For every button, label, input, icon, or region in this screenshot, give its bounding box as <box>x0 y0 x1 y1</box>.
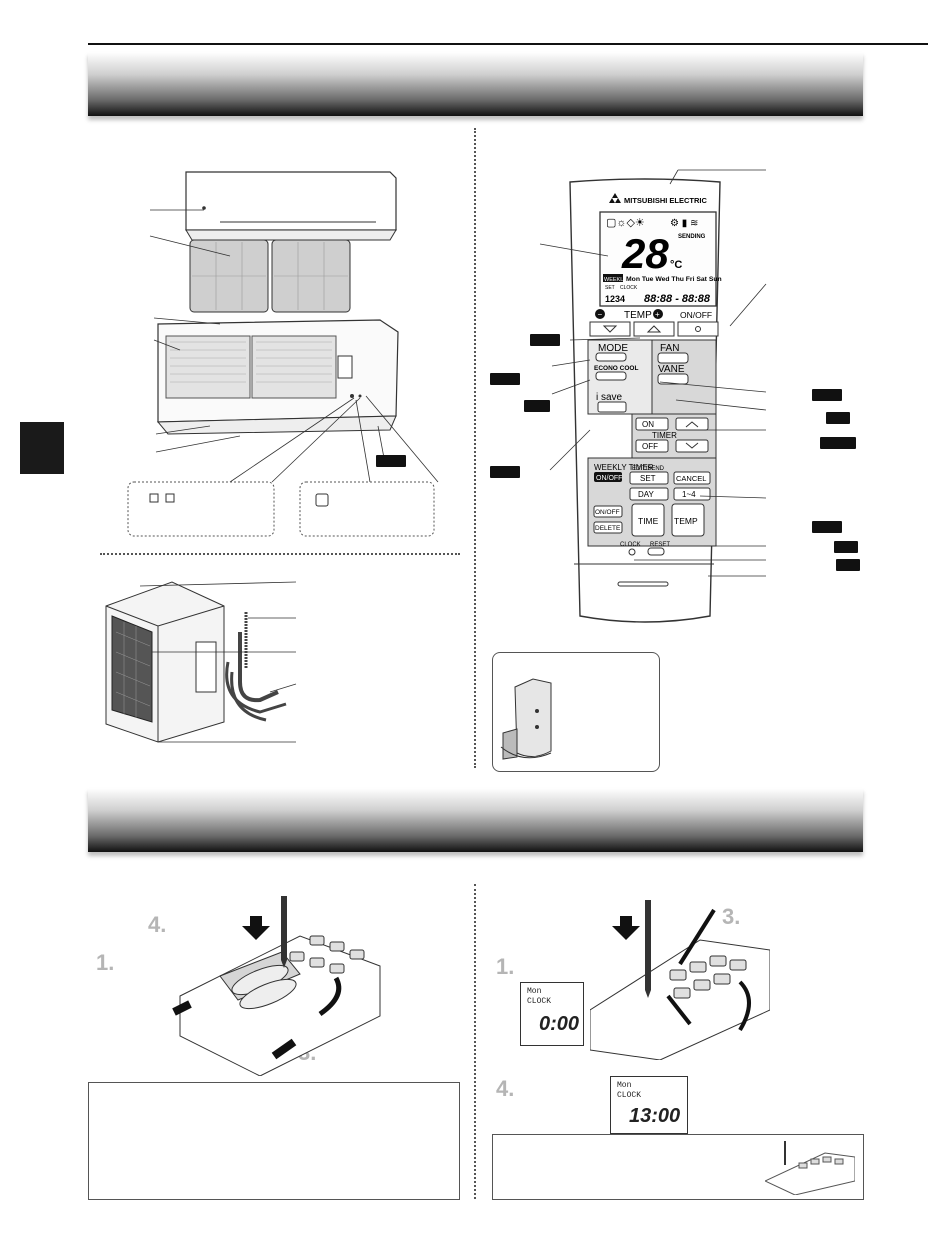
svg-text:CLOCK: CLOCK <box>620 542 641 548</box>
svg-text:−: − <box>598 310 603 319</box>
svg-text:EDIT/SEND: EDIT/SEND <box>632 466 665 472</box>
svg-text:TIME: TIME <box>638 516 659 526</box>
front-panel <box>185 171 397 241</box>
svg-text:DAY: DAY <box>638 490 655 499</box>
battery-step-1: 1. <box>96 950 115 975</box>
battery-illustration <box>172 896 381 1076</box>
svg-text:i save: i save <box>596 392 623 403</box>
svg-text:88:88 - 88:88: 88:88 - 88:88 <box>644 293 711 305</box>
svg-text:SET: SET <box>640 474 656 483</box>
label-tag <box>820 437 856 449</box>
clock-display-before: Mon CLOCK 0:00 <box>520 982 584 1046</box>
holder-box <box>492 652 660 772</box>
battery-note-box <box>88 1082 460 1200</box>
indoor-body <box>156 319 399 435</box>
battery-step-4: 4. <box>148 912 167 937</box>
svg-text:°C: °C <box>670 259 682 271</box>
label-tag <box>836 559 860 571</box>
label-tag <box>834 541 858 553</box>
svg-text:CANCEL: CANCEL <box>676 474 706 483</box>
svg-text:+: + <box>655 310 660 319</box>
clock-step-1: 1. <box>496 954 515 979</box>
chapter-tab <box>20 422 64 474</box>
svg-text:ON/OFF: ON/OFF <box>596 475 622 482</box>
svg-text:ON/OFF: ON/OFF <box>680 310 712 320</box>
svg-text:ON/OFF: ON/OFF <box>595 509 620 516</box>
svg-text:MODE: MODE <box>598 343 628 354</box>
svg-text:FAN: FAN <box>660 343 679 354</box>
remote-leader-lines <box>539 169 767 577</box>
section-banner-parts <box>88 52 863 116</box>
svg-text:CLOCK: CLOCK <box>620 285 638 291</box>
top-rule <box>88 43 928 45</box>
outdoor-unit-illustration <box>105 581 297 743</box>
svg-text:VANE: VANE <box>658 364 685 375</box>
svg-text:WEEKLY TIMER: WEEKLY TIMER <box>594 463 654 472</box>
svg-text:TIMER: TIMER <box>652 431 677 440</box>
svg-text:TEMP: TEMP <box>624 310 652 321</box>
svg-text:WEEKLY: WEEKLY <box>604 277 627 283</box>
svg-text:DELETE: DELETE <box>595 525 621 532</box>
remote-controller: MITSUBISHI ELECTRIC ▢☼◇☀ ⚙ ▮ ≋ SENDING 2… <box>569 178 722 623</box>
svg-text:ECONO COOL: ECONO COOL <box>594 365 638 372</box>
section-divider <box>100 553 460 555</box>
label-tag <box>376 455 406 467</box>
svg-text:Mon Tue Wed Thu Fri Sat Sun: Mon Tue Wed Thu Fri Sat Sun <box>626 276 722 283</box>
column-divider-bottom <box>474 884 476 1199</box>
label-tag <box>812 521 842 533</box>
clock-display-after: Mon CLOCK 13:00 <box>610 1076 688 1134</box>
clock-note-box <box>492 1134 864 1200</box>
svg-text:SET: SET <box>605 285 615 291</box>
label-tag <box>490 373 520 385</box>
label-tag <box>826 412 850 424</box>
svg-text:OFF: OFF <box>642 442 658 451</box>
svg-text:ON: ON <box>642 420 654 429</box>
remote-brand: MITSUBISHI ELECTRIC <box>624 196 708 205</box>
clock-step-4: 4. <box>496 1076 515 1101</box>
indoor-unit-illustration <box>127 171 439 537</box>
svg-text:▢☼◇☀: ▢☼◇☀ <box>606 217 645 229</box>
label-tag <box>490 466 520 478</box>
section-banner-remote-setup <box>88 788 863 852</box>
remote-holder-icon <box>500 678 552 760</box>
svg-text:SENDING: SENDING <box>678 234 706 240</box>
label-tag <box>524 400 550 412</box>
lcd-temperature: 28 <box>621 230 669 277</box>
reset-hint-illustration <box>765 1141 855 1195</box>
svg-text:1~4: 1~4 <box>682 490 696 499</box>
label-tag <box>812 389 842 401</box>
svg-text:TEMP: TEMP <box>674 516 698 526</box>
svg-text:⚙ ▮ ≋: ⚙ ▮ ≋ <box>670 218 698 229</box>
air-filters <box>189 239 351 313</box>
clock-step-3: 3. <box>722 904 741 929</box>
label-tag <box>530 334 560 346</box>
svg-text:RESET: RESET <box>650 542 670 548</box>
column-divider-top <box>474 128 476 768</box>
svg-text:1234: 1234 <box>605 294 625 304</box>
clock-illustration <box>590 900 770 1060</box>
